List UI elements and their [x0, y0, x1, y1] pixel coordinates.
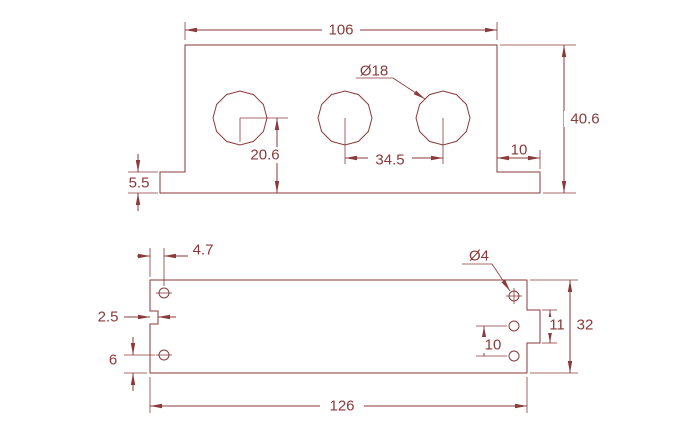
- dim-hole-spacing-label: 34.5: [375, 152, 404, 169]
- dim-hole-to-bottom: 20.6: [244, 118, 286, 193]
- bottom-view-outline: [149, 279, 541, 374]
- top-view-holes: [212, 90, 471, 164]
- hole-4-middle-right: [508, 320, 520, 332]
- dim-flange-height: 5.5: [128, 154, 158, 211]
- bottom-view-holes: [156, 287, 522, 362]
- dim-right-hole-spacing-label: 10: [485, 337, 502, 354]
- dim-hole-offset: 4.7: [137, 242, 214, 286]
- dim-length: 126: [149, 377, 528, 415]
- dim-overall-height: 32: [530, 279, 599, 374]
- dim-notch-depth: 2.5: [98, 309, 176, 326]
- dim-top-width-label: 106: [328, 22, 353, 39]
- dim-top-height-label: 40.6: [570, 111, 599, 128]
- small-hole-dia-label: Ø4: [469, 248, 489, 265]
- dim-flange-height-label: 5.5: [129, 175, 150, 192]
- top-view-outline: [159, 44, 541, 194]
- dim-right-hole-spacing: 10: [476, 325, 507, 357]
- dim-tab-height-label: 11: [549, 317, 565, 334]
- dim-top-width: 106: [184, 22, 498, 40]
- dim-top-height: 40.6: [500, 44, 606, 194]
- dim-hole-spacing: 34.5: [345, 152, 443, 169]
- dim-overall-height-label: 32: [577, 317, 594, 334]
- dim-length-label: 126: [329, 398, 354, 415]
- dim-hole-to-bottom-label: 20.6: [250, 147, 279, 164]
- dim-flange-width: 10: [497, 142, 541, 169]
- top-view: 106 40.6 Ø18 20.6 34.5 10: [128, 22, 606, 211]
- dim-notch-depth-label: 2.5: [98, 309, 119, 326]
- dim-small-hole-callout: Ø4: [462, 248, 511, 292]
- dim-hole-offset-label: 4.7: [193, 242, 214, 259]
- dim-tab-height: 11: [542, 309, 568, 344]
- bottom-view: 4.7 Ø4 2.5 6 126: [98, 242, 599, 415]
- dim-hole-diameter-callout: Ø18: [356, 63, 426, 100]
- hole-4-bottom-right: [508, 350, 520, 362]
- dim-hole-to-bottom-edge-label: 6: [109, 352, 117, 369]
- dim-flange-width-label: 10: [511, 142, 528, 159]
- dim-hole-to-bottom-edge: 6: [109, 337, 155, 391]
- hole-dia-label: Ø18: [360, 63, 388, 80]
